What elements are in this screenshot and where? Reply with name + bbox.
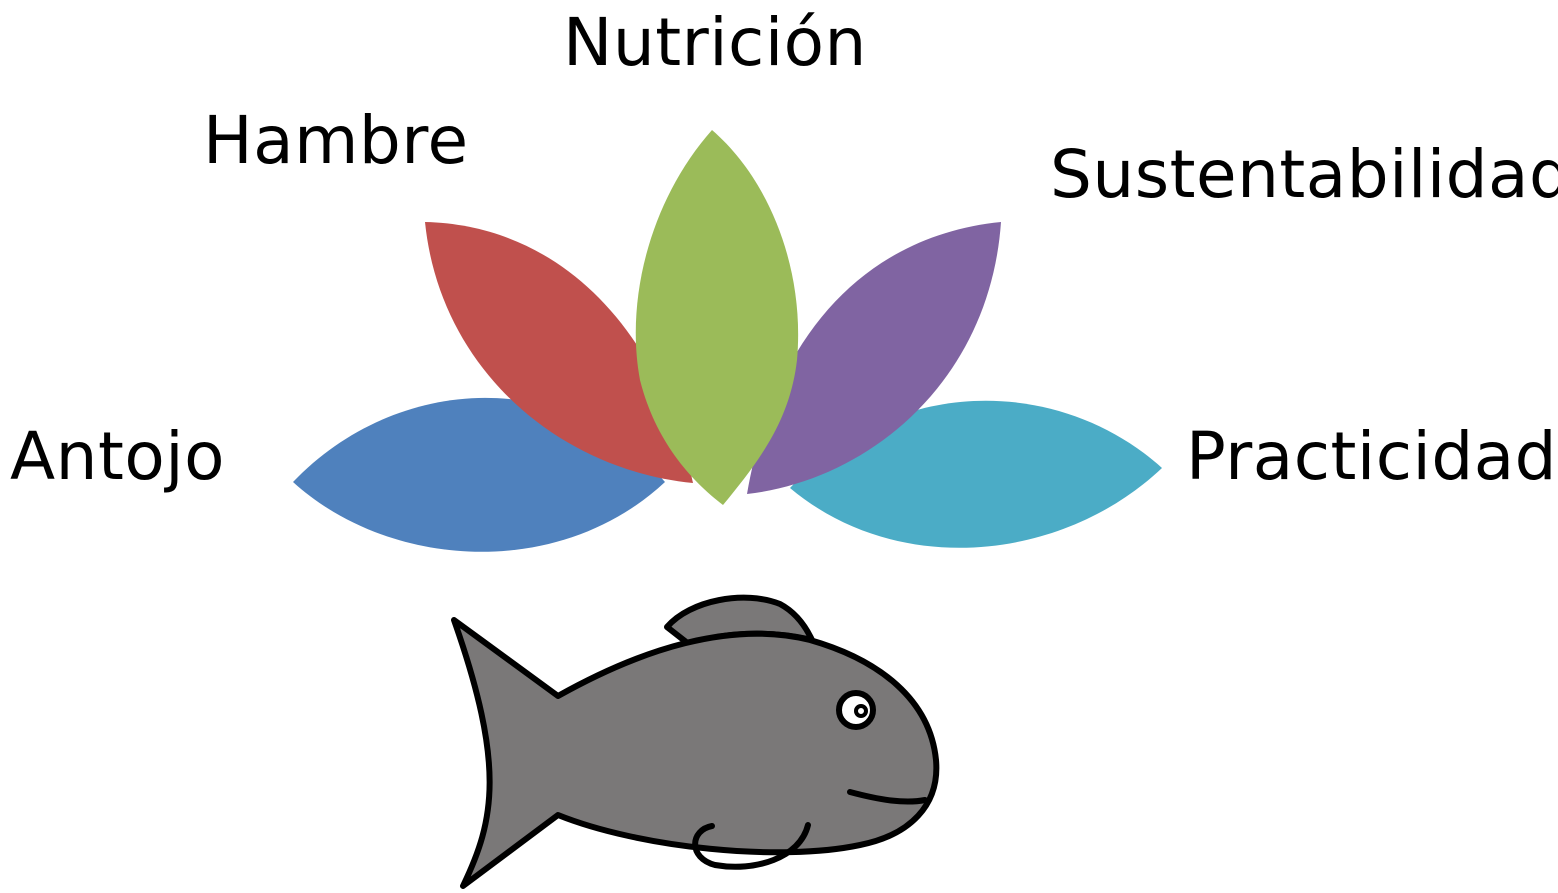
fish-mouth-icon	[847, 789, 928, 805]
fish-body-icon	[451, 617, 940, 889]
label-practicidad: Practicidad	[1186, 418, 1558, 495]
label-nutricion: Nutrición	[563, 4, 867, 81]
petal-hambre	[425, 222, 693, 483]
petal-sustentabilidad	[747, 222, 1001, 494]
label-hambre: Hambre	[203, 102, 469, 179]
fish-icon	[451, 594, 940, 889]
label-antojo: Antojo	[10, 418, 225, 495]
fish-pectoral-fin-icon	[692, 822, 811, 870]
petal-nutricion	[635, 130, 799, 505]
label-sustentabilidad: Sustentabilidad	[1050, 136, 1558, 213]
